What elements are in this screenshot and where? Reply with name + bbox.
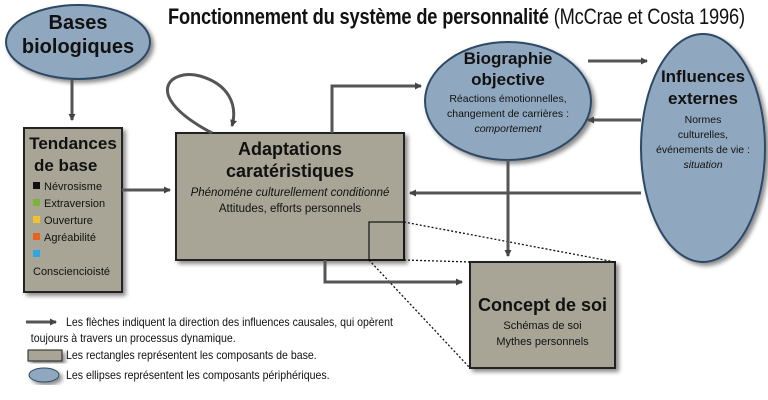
tendances-de-base-rect: [23, 127, 123, 293]
tendances-title2: de base: [34, 156, 98, 175]
trait-swatch: [33, 216, 40, 223]
influences-title1: Influences: [660, 67, 746, 86]
legend-arrows-text: Les flèches indiquent la direction des i…: [31, 314, 393, 346]
trait-item: Ouverture: [33, 213, 120, 230]
influences-title2: externes: [668, 89, 738, 108]
biographie-content: Biographie objective Réactions émotionne…: [430, 48, 586, 137]
concept-de-soi-rect: [469, 261, 616, 369]
adaptations-content: Adaptations caratéristiques Phénoméne cu…: [178, 138, 402, 217]
biographie-line2: changement de carrières :: [447, 108, 569, 120]
influences-line1: Normes: [684, 114, 722, 126]
adaptations-sub: Phénoméne culturellement conditionné: [190, 187, 390, 199]
trait-label: Ouverture: [44, 215, 93, 227]
zoom-line-2: [403, 259, 471, 263]
adaptations-title2: caratéristiques: [225, 161, 355, 181]
legend-ellipse-sample: [28, 367, 60, 383]
concept-content: Concept de soi Schémas de soi Mythes per…: [472, 294, 613, 350]
trait-swatch: [33, 199, 40, 206]
influences-line3: événements de vie :: [656, 144, 750, 156]
title-reference: (McCrae et Costa 1996): [553, 4, 745, 29]
trait-item: Extraversion: [33, 196, 120, 213]
biographie-em: comportement: [474, 123, 542, 135]
trait-item: Agréabilité: [33, 230, 120, 247]
traits-list: Névrosisme Extraversion Ouverture Agréab…: [26, 179, 120, 281]
arrows: [26, 57, 648, 326]
adaptations-rect: [175, 132, 405, 261]
adaptations-desc: Attitudes, efforts personnels: [218, 203, 362, 215]
zoom-box: [368, 221, 405, 261]
trait-swatch: [33, 182, 40, 189]
biographie-title2: objective: [471, 70, 545, 89]
trait-label: Consciencioisté: [33, 266, 111, 278]
arrow-adaptations-to-biographie: [330, 82, 422, 133]
bases-biologiques-label: Bases biologiques: [8, 11, 148, 59]
concept-line2: Mythes personnels: [496, 336, 589, 348]
trait-label: Extraversion: [44, 198, 106, 210]
tendances-title1: Tendances: [29, 134, 117, 153]
concept-title: Concept de soi: [477, 295, 607, 315]
influences-ellipse: [640, 33, 766, 263]
arrow-self-loop: [165, 73, 237, 135]
bases-biologiques-ellipse: [5, 4, 151, 80]
legend-rect-sample: [27, 349, 63, 362]
trait-swatch: [33, 250, 40, 257]
page-title: Fonctionnement du système de personnalit…: [168, 4, 745, 30]
zoom-line-3: [368, 259, 471, 369]
bases-line2: biologiques: [21, 36, 135, 58]
adaptations-title1: Adaptations: [237, 139, 342, 159]
trait-label: Névrosisme: [44, 181, 103, 193]
biographie-line1: Réactions émotionnelles,: [449, 93, 567, 105]
legend-arrow-line1: Les flèches indiquent la direction des i…: [66, 315, 393, 329]
legend-arrow-line2: toujours à travers un processus dynamiqu…: [30, 331, 236, 345]
concept-line1: Schémas de soi: [503, 320, 582, 332]
arrow-adaptations-to-concept: [323, 260, 463, 286]
trait-swatch: [33, 233, 40, 240]
influences-em: situation: [683, 159, 723, 171]
legend-rect-text: Les rectangles représentent les composan…: [66, 348, 317, 362]
biographie-title1: Biographie: [463, 49, 553, 68]
bases-line1: Bases: [48, 12, 108, 34]
legend-ellipse-text: Les ellipses représentent les composants…: [66, 368, 330, 382]
trait-item: Névrosisme: [33, 179, 120, 196]
influences-line2: culturelles,: [677, 129, 729, 141]
tendances-content: Tendances de base Névrosisme Extraversio…: [26, 133, 120, 281]
title-main: Fonctionnement du système de personnalit…: [168, 4, 549, 29]
trait-label: Agréabilité: [44, 232, 96, 244]
trait-item: Consciencioisté: [33, 247, 120, 281]
influences-content: Influences externes Normes culturelles, …: [643, 66, 763, 173]
